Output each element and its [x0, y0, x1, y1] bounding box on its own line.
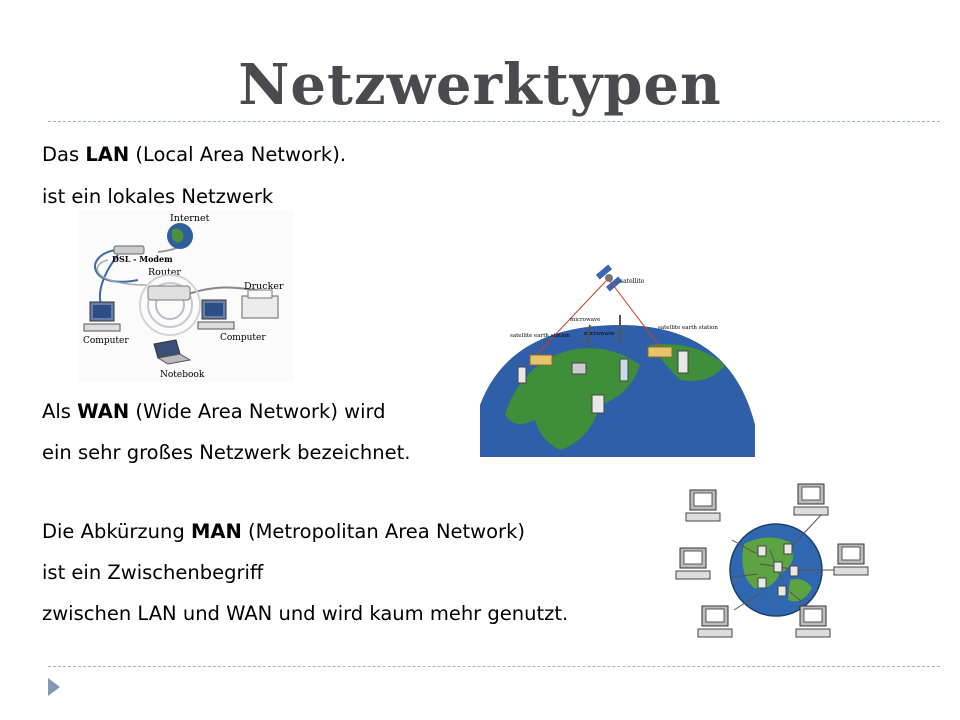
- wan-line-1-pre: Als: [42, 400, 78, 423]
- lan-line-2: ist ein lokales Netzwerk: [42, 185, 274, 208]
- bottom-divider: [48, 666, 940, 667]
- lan-term: LAN: [85, 143, 130, 166]
- satellite-label: satellite: [620, 278, 645, 285]
- man-diagram: [675, 483, 869, 638]
- computer-right-icon: [197, 299, 235, 330]
- earth-station-left-label: satellite earth station: [510, 333, 570, 339]
- globe-icon: [167, 223, 193, 249]
- man-line-1-pre: Die Abkürzung: [42, 520, 191, 543]
- lan-line-1-pre: Das: [42, 143, 86, 166]
- tower-icon: [585, 315, 621, 348]
- wan-diagram: satellite satellite earth station satell…: [480, 255, 755, 457]
- top-divider: [48, 121, 940, 122]
- earth-station-right-label: satellite earth station: [658, 325, 718, 331]
- internet-label: Internet: [170, 213, 210, 224]
- wan-computer-icon: [517, 350, 689, 414]
- microwave-top-label: microwave: [570, 317, 600, 323]
- router-label: Router: [148, 267, 181, 278]
- lan-line-1: Das LAN (Local Area Network).: [42, 143, 346, 166]
- earth-station-icon: [529, 346, 673, 366]
- slide-bullet-icon: [48, 678, 60, 696]
- man-line-1-post: (Metropolitan Area Network): [241, 520, 525, 543]
- satellite-icon: [595, 264, 623, 292]
- man-node-icons: [757, 543, 799, 597]
- wan-line-2: ein sehr großes Netzwerk bezeichnet.: [42, 441, 411, 464]
- printer-icon: [241, 289, 279, 319]
- man-computer-icons: [675, 483, 869, 638]
- notebook-label: Notebook: [160, 370, 205, 380]
- man-term: MAN: [190, 520, 242, 543]
- man-line-3: zwischen LAN und WAN und wird kaum mehr …: [42, 602, 569, 625]
- slide-title: Netzwerktypen: [238, 52, 722, 118]
- man-line-1: Die Abkürzung MAN (Metropolitan Area Net…: [42, 520, 525, 543]
- notebook-icon: [153, 339, 192, 365]
- lan-diagram: Internet DSL - Modem Router Drucker Comp…: [78, 210, 293, 382]
- man-line-2: ist ein Zwischenbegriff: [42, 561, 264, 584]
- microwave-label: microwave: [584, 331, 614, 337]
- wan-term: WAN: [77, 400, 130, 423]
- wan-line-1: Als WAN (Wide Area Network) wird: [42, 400, 386, 423]
- computer-left-label: Computer: [83, 336, 129, 346]
- computer-right-label: Computer: [220, 333, 266, 343]
- router-icon: [139, 274, 201, 336]
- lan-line-1-post: (Local Area Network).: [129, 143, 347, 166]
- computer-left-icon: [83, 301, 121, 332]
- wan-line-1-post: (Wide Area Network) wird: [129, 400, 386, 423]
- modem-icon: [113, 245, 145, 255]
- drucker-label: Drucker: [244, 281, 284, 292]
- dsl-modem-label: DSL - Modem: [112, 254, 173, 264]
